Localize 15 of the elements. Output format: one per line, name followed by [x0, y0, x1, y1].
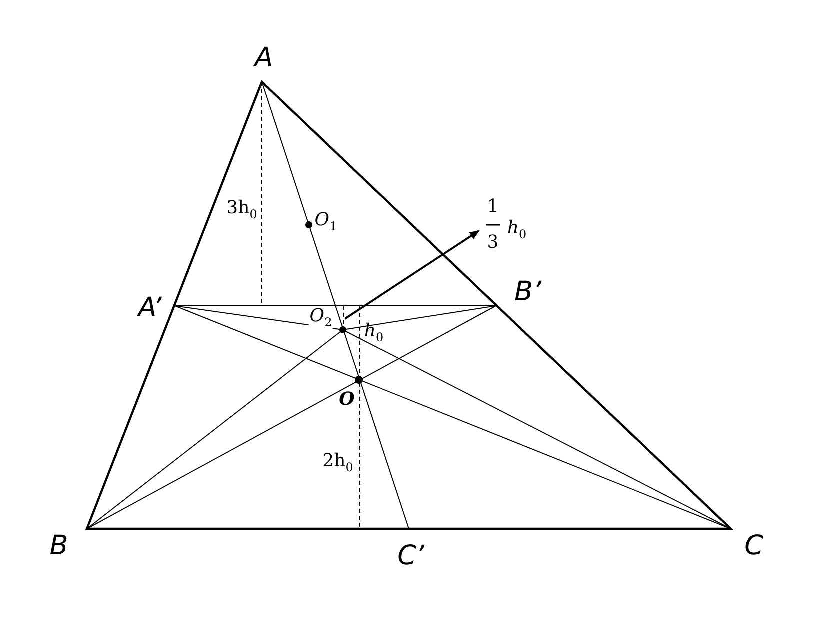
- point-label: O: [339, 391, 355, 409]
- vertex-label: B: [50, 532, 68, 560]
- height-label: h$_{0}$: [507, 220, 527, 240]
- point-label: B’: [514, 278, 542, 306]
- point-label: C’: [398, 542, 424, 570]
- point-label: O$_{2}$: [308, 306, 334, 330]
- height-label: h$_{0}$: [364, 322, 384, 344]
- vertex-label: C: [744, 532, 764, 560]
- point-label: A’: [138, 294, 162, 322]
- vertex-label: A: [254, 44, 274, 72]
- fraction-denominator: 3: [487, 234, 499, 252]
- point-label: O$_{1}$: [314, 212, 338, 232]
- height-label: 2h$_{0}$: [322, 452, 354, 474]
- height-label: 3h$_{0}$: [226, 200, 258, 220]
- fraction-numerator: 1: [487, 198, 499, 216]
